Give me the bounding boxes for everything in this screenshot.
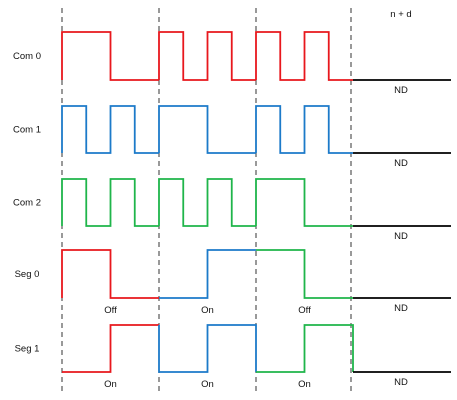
nd-label: ND xyxy=(394,377,408,388)
row-1: Com 1 ND xyxy=(13,105,451,169)
waveform-segment-0 xyxy=(61,249,159,299)
waveform-segment-1 xyxy=(158,105,256,154)
waveform-segment-0 xyxy=(61,31,159,81)
waveform-segment-1 xyxy=(159,249,256,299)
header-label: n + d xyxy=(390,9,411,20)
waveform-segment-2 xyxy=(255,105,353,154)
nd-label: ND xyxy=(394,158,408,169)
nd-label: ND xyxy=(394,303,408,314)
row-label: Seg 1 xyxy=(15,344,40,355)
state-caption-0: On xyxy=(104,379,117,390)
state-caption-2: On xyxy=(298,379,311,390)
waveform-segment-0 xyxy=(62,324,159,373)
time-gridlines xyxy=(61,8,352,395)
state-caption-2: Off xyxy=(298,305,311,316)
row-2: Com 2 ND xyxy=(13,178,451,242)
waveform-segment-2 xyxy=(255,31,353,81)
row-4: Seg 1 ND On On On xyxy=(15,324,451,390)
row-label: Com 0 xyxy=(13,51,41,62)
row-label: Com 2 xyxy=(13,198,41,209)
waveform-segment-0 xyxy=(61,178,159,227)
state-caption-0: Off xyxy=(104,305,117,316)
waveform-segment-2 xyxy=(256,249,353,299)
waveform-segment-0 xyxy=(61,105,159,154)
waveform-segment-1 xyxy=(158,178,256,227)
waveform-segment-1 xyxy=(158,324,257,373)
row-3: Seg 0 ND Off On Off xyxy=(15,249,451,316)
row-0: Com 0 ND xyxy=(13,31,451,96)
nd-label: ND xyxy=(394,85,408,96)
waveform-segment-1 xyxy=(158,31,256,81)
row-label: Seg 0 xyxy=(15,269,40,280)
waveform-segment-2 xyxy=(256,324,354,373)
waveform-segment-2 xyxy=(255,178,353,227)
state-caption-1: On xyxy=(201,379,214,390)
row-label: Com 1 xyxy=(13,125,41,136)
state-caption-1: On xyxy=(201,305,214,316)
nd-label: ND xyxy=(394,231,408,242)
